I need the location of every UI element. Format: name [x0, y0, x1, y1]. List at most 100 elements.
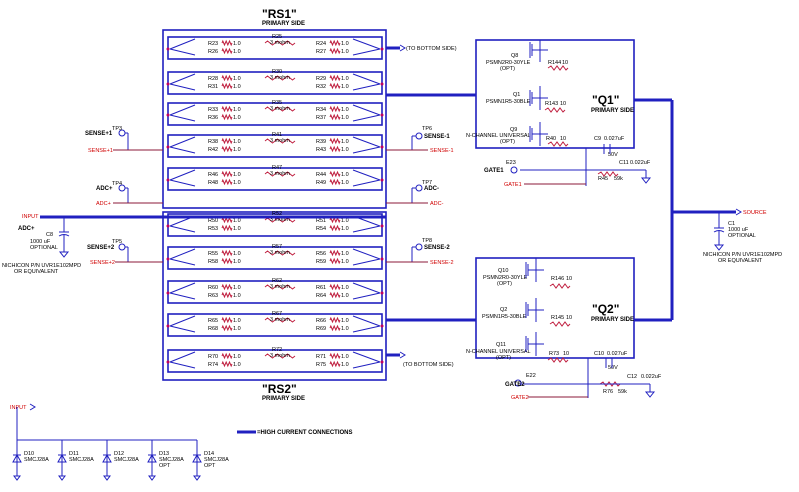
shunt-resistor-icon — [264, 138, 296, 144]
shunt-ref: R35 — [272, 100, 282, 106]
c12-label: C12 — [627, 374, 637, 380]
sense-resistor-value: 1.0 — [233, 107, 241, 113]
tp6-pad[interactable] — [415, 132, 423, 140]
shunt-value: 3 mohm — [270, 284, 290, 290]
resistor-icon — [329, 39, 341, 47]
shunt-resistor-icon — [264, 40, 296, 46]
shunt-value: 3 mohm — [270, 217, 290, 223]
q11-opt: (OPT) — [496, 355, 511, 361]
resistor-icon — [221, 291, 233, 299]
adcp-label: ADC+ — [96, 186, 113, 192]
resistor-icon — [221, 47, 233, 55]
diode-ref: D14 — [204, 451, 214, 457]
c9-label: C9 — [594, 136, 601, 142]
rs1-subtitle: PRIMARY SIDE — [262, 21, 305, 27]
q10-mosfet-icon — [525, 258, 544, 282]
test-points-right: TP6 SENSE-1 SENSE-1 TP7 ADC- ADC- TP8 SE… — [386, 126, 454, 266]
c8-val: 1000 uF — [30, 239, 51, 245]
q8-part: PSMN2R0-30YLE — [486, 60, 531, 66]
c9-cap-icon — [603, 144, 611, 154]
sense-resistor-ref: R34 — [316, 107, 326, 113]
resistor-icon — [329, 224, 341, 232]
q9-opt: (OPT) — [500, 139, 515, 145]
gate2-pad[interactable] — [514, 379, 522, 387]
sense2p-label: SENSE+2 — [87, 245, 115, 251]
rs2-frame — [162, 211, 387, 381]
resistor-icon — [329, 216, 341, 224]
sense-resistor-ref: R48 — [208, 180, 218, 186]
resistor-icon — [221, 360, 233, 368]
resistor-icon — [221, 137, 233, 145]
test-points-left: TP3 SENSE+1 SENSE+1 TP4 ADC+ ADC+ TP5 SE… — [85, 126, 163, 266]
shunt-ref: R72 — [272, 347, 282, 353]
sense-resistor-value: 1.0 — [233, 139, 241, 145]
e22-label: E22 — [526, 373, 536, 379]
ground-icon — [193, 475, 201, 481]
c9-voltage: 50V — [608, 152, 618, 158]
shunt-value: 3 mohm — [270, 106, 290, 112]
ground-icon — [713, 244, 725, 251]
sense-resistor-value: 1.0 — [233, 84, 241, 90]
source-bus: SOURCE C1 1000 uF OPTIONAL NICHICON P/N … — [634, 98, 782, 322]
resistor-icon — [329, 249, 341, 257]
sense-resistor-ref: R65 — [208, 318, 218, 324]
tp8-pad[interactable] — [415, 243, 423, 251]
c12-val: 0.022uF — [641, 374, 662, 380]
resistor-icon — [221, 249, 233, 257]
r73-val: 10 — [563, 351, 569, 357]
rs1-frame — [162, 29, 387, 209]
gate1-pad[interactable] — [510, 166, 518, 174]
resistor-icon — [329, 352, 341, 360]
sense-resistor-ref: R69 — [316, 326, 326, 332]
shunt-ref: R67 — [272, 311, 282, 317]
c8-note1: NICHICON P/N UVR1E102MPD — [2, 263, 81, 269]
diode-part: SMCJ28A — [204, 457, 229, 463]
resistor-icon — [221, 170, 233, 178]
sense-resistor-value: 1.0 — [233, 172, 241, 178]
q2-mosfet-icon — [525, 298, 544, 322]
q2-subtitle: PRIMARY SIDE — [591, 317, 634, 323]
sense-resistor-value: 1.0 — [341, 251, 349, 257]
shunt-resistor-icon — [264, 284, 296, 290]
resistor-icon — [221, 216, 233, 224]
resistor-icon — [221, 324, 233, 332]
sense-resistor-value: 1.0 — [341, 285, 349, 291]
to-bottom-side-connectors: (TO BOTTOM SIDE) (TO BOTTOM SIDE) — [386, 44, 457, 368]
c10-label: C10 — [594, 351, 604, 357]
sense-resistor-value: 1.0 — [341, 218, 349, 224]
tvs-diode-icon — [147, 453, 157, 463]
resistor-icon — [329, 291, 341, 299]
q8-ref: Q8 — [511, 53, 518, 59]
sense-resistor-value: 1.0 — [341, 41, 349, 47]
c10-cap-icon — [605, 358, 613, 368]
drain-bus — [386, 93, 476, 322]
c8-ref: C8 — [46, 232, 53, 238]
rs1-title: "RS1" — [262, 7, 297, 21]
adcm-label: ADC- — [424, 186, 439, 192]
resistor-icon — [329, 170, 341, 178]
q8-mosfet-icon — [529, 40, 548, 62]
sense-resistor-value: 1.0 — [341, 84, 349, 90]
sense-resistor-value: 1.0 — [233, 251, 241, 257]
sense2m-net: SENSE-2 — [430, 260, 454, 266]
sense-resistor-ref: R63 — [208, 293, 218, 299]
resistor-icon — [221, 105, 233, 113]
sense-resistor-ref: R50 — [208, 218, 218, 224]
q9-mosfet-icon — [529, 122, 548, 146]
sense-resistor-value: 1.0 — [233, 41, 241, 47]
shunt-value: 3 mohm — [270, 75, 290, 81]
c10-val: 0.027uF — [607, 351, 628, 357]
sense-resistor-value: 1.0 — [341, 115, 349, 121]
diode-ref: D10 — [24, 451, 34, 457]
resistor-icon — [221, 352, 233, 360]
resistor-icon — [329, 360, 341, 368]
sense-resistor-ref: R53 — [208, 226, 218, 232]
q2-block: "Q2" PRIMARY SIDE Q10 PSMN2R0-30YLE (OPT… — [466, 257, 662, 401]
r145-val: 10 — [566, 315, 572, 321]
r146-label: R146 — [551, 276, 564, 282]
r144-val: 10 — [562, 60, 568, 66]
rs2-subtitle: PRIMARY SIDE — [262, 396, 305, 402]
